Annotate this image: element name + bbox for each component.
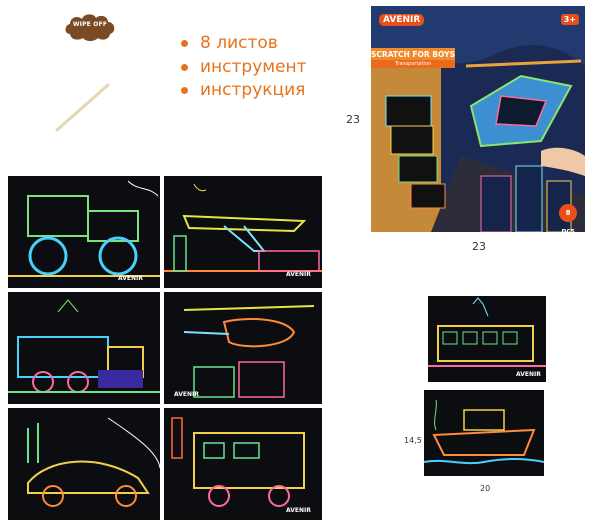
package-artwork <box>371 6 585 232</box>
package-height-label: 23 <box>346 113 360 126</box>
package-brand: AVENIR <box>379 14 425 26</box>
card-brand: AVENIR <box>118 275 143 282</box>
bullet-icon <box>181 40 188 47</box>
card-brand: AVENIR <box>174 391 199 398</box>
card-airplane: AVENIR <box>164 176 322 288</box>
card-truck: AVENIR <box>8 176 160 288</box>
package-count-badge: 8 pcs <box>559 204 577 232</box>
feature-list: 8 листов инструмент инструкция <box>178 32 307 103</box>
package-subtitle: Transportation <box>371 60 455 68</box>
bullet-icon <box>181 87 188 94</box>
card-brand: AVENIR <box>286 271 311 278</box>
card-height-label: 14,5 <box>404 436 422 445</box>
wipe-off-label: WIPE OFF <box>72 21 108 28</box>
card-brand: AVENIR <box>516 371 541 378</box>
card-car <box>8 408 160 520</box>
wipe-off-badge: WIPE OFF <box>62 10 118 44</box>
card-brand: AVENIR <box>286 507 311 514</box>
cloud-icon <box>65 14 115 41</box>
bullet-icon <box>181 63 188 71</box>
age-badge: 3+ <box>560 14 579 25</box>
feature-item: инструмент <box>178 56 307 80</box>
package-width-label: 23 <box>472 240 486 253</box>
card-helicopter: AVENIR <box>164 292 322 404</box>
card-firetruck: AVENIR <box>164 408 322 520</box>
product-package: AVENIR 3+ SCRATCH FOR BOYS Transportatio… <box>371 6 585 232</box>
package-title: SCRATCH FOR BOYS <box>371 48 455 61</box>
scratch-stick <box>52 80 112 135</box>
feature-item: 8 листов <box>178 32 307 56</box>
card-width-label: 20 <box>480 484 491 493</box>
card-tram: AVENIR <box>428 296 546 382</box>
card-train <box>8 292 160 404</box>
card-ship <box>424 390 544 476</box>
feature-item: инструкция <box>178 79 307 103</box>
